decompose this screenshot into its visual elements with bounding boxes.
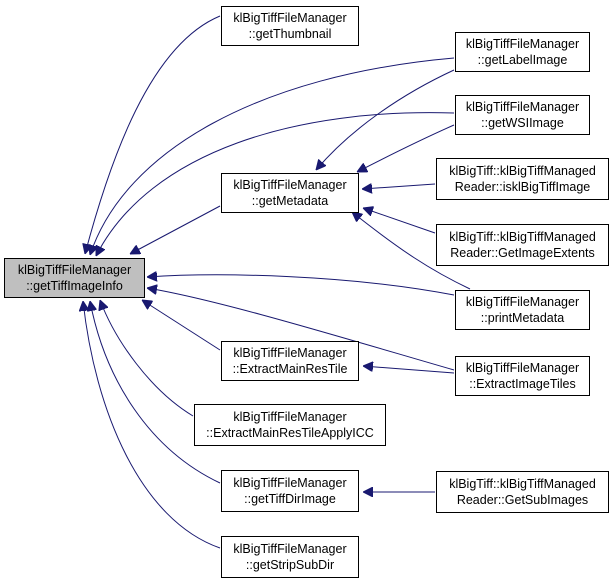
edge-extracttiles-to-root (147, 288, 455, 371)
node-line-2: Reader::GetSubImages (456, 493, 589, 507)
node-get-strip-sub-dir[interactable]: klBigTiffFileManager ::getStripSubDir (221, 536, 359, 578)
edge-metadata-to-root (130, 205, 221, 254)
node-line-1: klBigTiffFileManager (233, 178, 347, 192)
node-line-1: klBigTiffFileManager (233, 542, 347, 556)
node-line-1: klBigTiffFileManager (233, 410, 347, 424)
node-get-label-image[interactable]: klBigTiffFileManager ::getLabelImage (455, 32, 590, 72)
node-get-tiff-dir-image[interactable]: klBigTiffFileManager ::getTiffDirImage (221, 470, 359, 512)
node-line-2: ::getTiffDirImage (244, 492, 336, 506)
edge-thumbnail-to-root (85, 15, 221, 254)
node-line-2: ::getThumbnail (248, 27, 332, 41)
node-line-1: klBigTiffFileManager (465, 295, 580, 309)
node-line-2: ::getStripSubDir (245, 558, 335, 572)
edge-tiffdir-to-root (90, 301, 221, 484)
node-get-tiff-image-info: klBigTiffFileManager ::getTiffImageInfo (4, 258, 145, 298)
node-line-1: klBigTiffFileManager (465, 37, 580, 51)
node-get-wsi-image[interactable]: klBigTiffFileManager ::getWSIImage (455, 95, 590, 135)
node-get-sub-images[interactable]: klBigTiff::klBigTiffManaged Reader::GetS… (436, 471, 609, 513)
node-line-1: klBigTiffFileManager (233, 476, 347, 490)
node-get-image-extents[interactable]: klBigTiff::klBigTiffManaged Reader::GetI… (436, 224, 609, 266)
node-get-metadata[interactable]: klBigTiffFileManager ::getMetadata (221, 173, 359, 213)
node-line-1: klBigTiffFileManager (233, 346, 347, 360)
edge-extents-to-metadata (363, 208, 436, 234)
edge-extracticc-to-root (100, 300, 194, 417)
edge-labelimage-to-metadata (316, 69, 455, 170)
node-line-1: klBigTiffFileManager (465, 361, 580, 375)
node-extract-image-tiles[interactable]: klBigTiffFileManager ::ExtractImageTiles (455, 356, 590, 396)
node-line-2: ::ExtractMainResTileApplyICC (206, 426, 374, 440)
edge-isbig-to-metadata (362, 184, 436, 189)
node-line-1: klBigTiff::klBigTiffManaged (449, 164, 596, 178)
edge-extracttiles-to-extractmain (363, 366, 455, 374)
node-line-2: ::getWSIImage (481, 116, 564, 130)
node-line-1: klBigTiff::klBigTiffManaged (449, 230, 596, 244)
edge-wsiimage-to-metadata (357, 124, 455, 172)
node-line-2: ::ExtractMainResTile (232, 362, 348, 376)
node-line-2: ::getTiffImageInfo (26, 279, 123, 293)
node-line-2: ::getLabelImage (477, 53, 568, 67)
node-extract-main-res-tile-apply-icc[interactable]: klBigTiffFileManager ::ExtractMainResTil… (194, 404, 386, 446)
node-line-1: klBigTiffFileManager (17, 263, 132, 277)
node-line-2: ::printMetadata (480, 311, 565, 325)
edge-stripsubdir-to-root (83, 301, 221, 549)
edge-printmetadata-to-root (147, 275, 455, 296)
node-line-1: klBigTiff::klBigTiffManaged (449, 477, 596, 491)
edge-wsiimage-to-root (96, 112, 455, 256)
node-get-thumbnail[interactable]: klBigTiffFileManager ::getThumbnail (221, 6, 359, 46)
node-line-2: Reader::GetImageExtents (450, 246, 595, 260)
node-line-2: ::getMetadata (251, 194, 329, 208)
node-extract-main-res-tile[interactable]: klBigTiffFileManager ::ExtractMainResTil… (221, 341, 359, 381)
edge-extractmain-to-root (142, 300, 221, 351)
node-print-metadata[interactable]: klBigTiffFileManager ::printMetadata (455, 290, 590, 330)
node-line-2: Reader::isklBigTiffImage (454, 180, 591, 194)
node-line-2: ::ExtractImageTiles (469, 377, 576, 391)
edge-printmetadata-to-metadata (352, 212, 471, 290)
node-line-1: klBigTiffFileManager (465, 100, 580, 114)
node-line-1: klBigTiffFileManager (233, 11, 347, 25)
node-is-kl-big-tiff-image[interactable]: klBigTiff::klBigTiffManaged Reader::iskl… (436, 158, 609, 200)
edge-labelimage-to-root (90, 57, 455, 255)
